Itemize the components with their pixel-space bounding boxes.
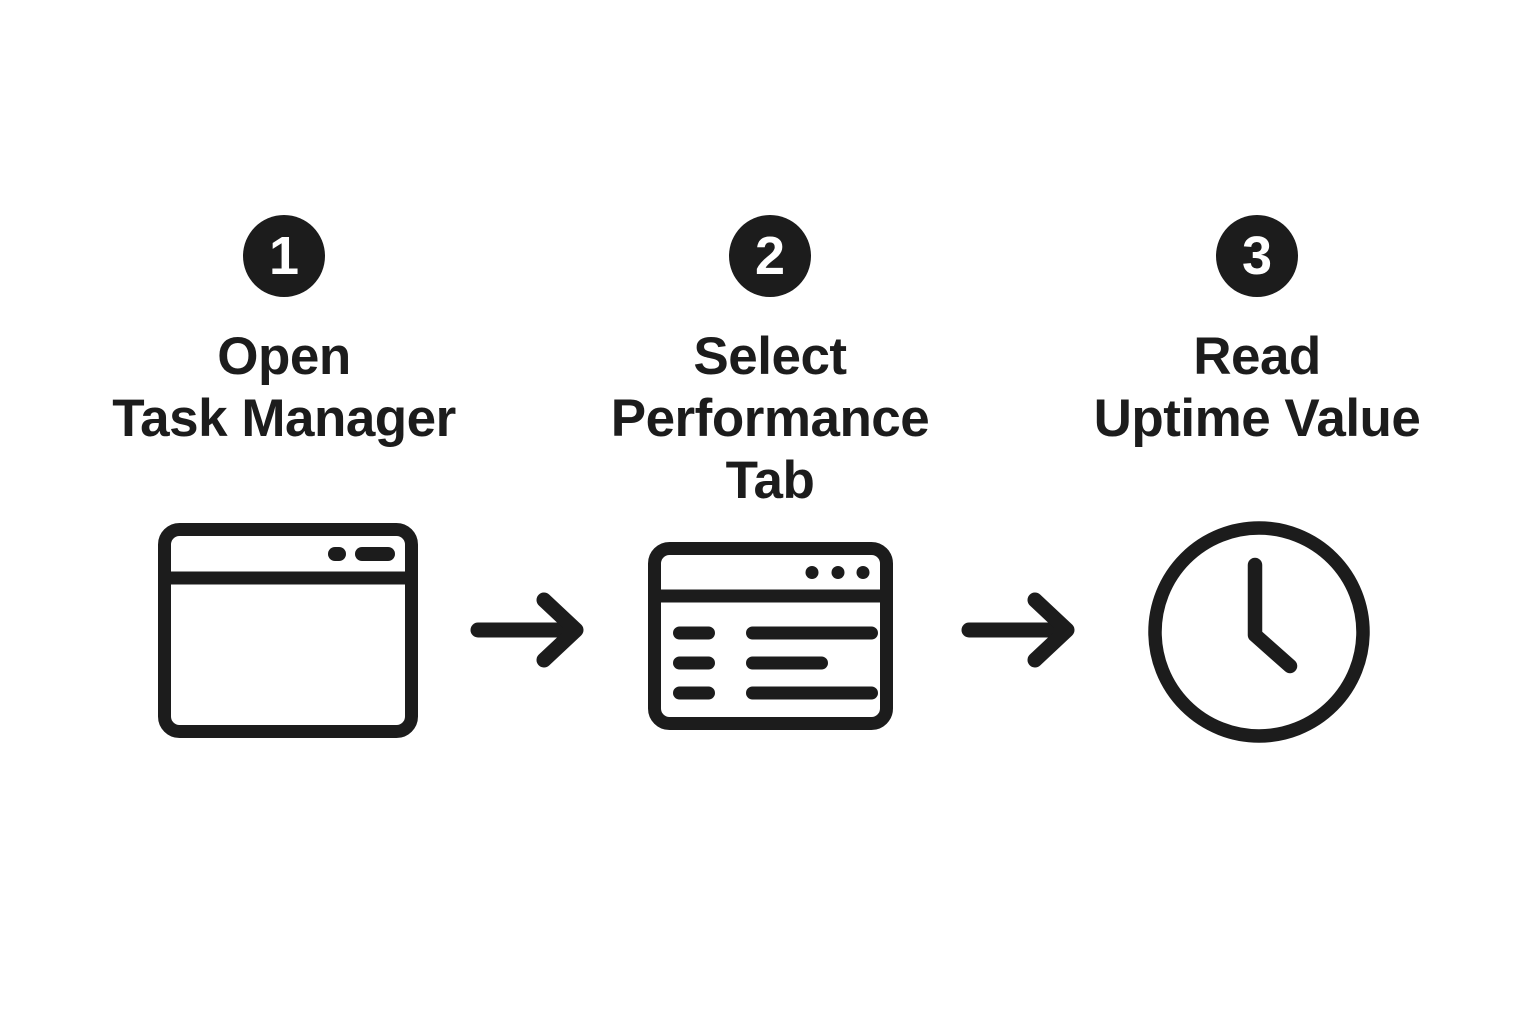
step-1-label-line-1: Open (217, 327, 351, 386)
step-1-label: Open Task Manager (24, 326, 544, 450)
step-2-label-line-3: Tab (725, 451, 815, 510)
step-3-number-badge: 3 (1216, 215, 1298, 297)
step-3-number: 3 (1241, 226, 1273, 286)
step-2-label: Select Performance Tab (510, 326, 1030, 512)
step-2-number-badge: 2 (729, 215, 811, 297)
arrow-right-icon (961, 592, 1075, 668)
clock-icon (1148, 521, 1370, 743)
arrow-right-icon (470, 592, 584, 668)
step-1-number-badge: 1 (243, 215, 325, 297)
step-3-label: Read Uptime Value (997, 326, 1517, 450)
step-2-label-line-1: Select (693, 327, 847, 386)
step-2-label-line-2: Performance (610, 389, 930, 448)
task-manager-window-icon (158, 523, 418, 738)
step-1-label-line-2: Task Manager (112, 389, 456, 448)
step-3-label-line-1: Read (1193, 327, 1321, 386)
step-1-number: 1 (268, 226, 300, 286)
performance-tab-window-icon (648, 542, 893, 730)
step-2-number: 2 (754, 226, 786, 286)
step-3-label-line-2: Uptime Value (1093, 389, 1421, 448)
